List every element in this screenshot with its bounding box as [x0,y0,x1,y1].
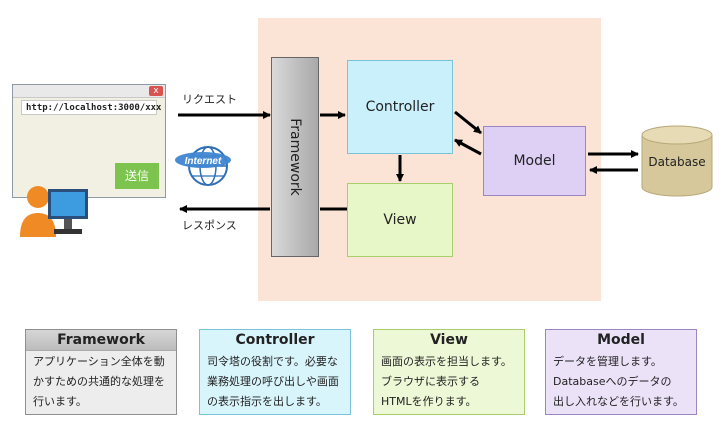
database-label: Database [648,155,706,169]
legend-line: 行います。 [33,395,87,408]
send-button[interactable]: 送信 [115,163,159,189]
legend-framework: Framework アプリケーション全体を動 かすための共通的な処理を 行います… [25,329,177,415]
url-bar[interactable]: http://localhost:3000/xxx [21,100,161,115]
computer-icon [48,189,88,234]
legend-line: HTMLを作ります。 [381,395,477,408]
model-block: Model [483,126,586,196]
legend-description: 画面の表示を担当します。 ブラウザに表示する HTMLを作ります。 [381,352,520,412]
legend-line: データを管理します。 [553,355,662,368]
view-block: View [347,183,453,257]
legend-description: データを管理します。 Databaseへのデータの 出し入れなどを行います。 [553,352,692,412]
controller-block: Controller [347,60,453,154]
legend-line: 画面の表示を担当します。 [381,355,512,368]
legend-line: 業務処理の呼び出しや画面 [207,375,339,388]
legend-controller: Controller 司令塔の役割です。必要な 業務処理の呼び出しや画面 の表示… [199,329,351,415]
response-label: レスポンス [182,219,237,232]
legend-line: アプリケーション全体を動 [33,355,165,368]
framework-block: Framework [271,57,319,257]
legend-line: 司令塔の役割です。必要な [207,355,338,368]
internet-label: Internet [185,156,222,167]
framework-label: Framework [287,118,303,196]
legend-line: Databaseへのデータの [553,375,672,388]
internet-globe-icon: Internet [175,146,231,186]
legend-line: 出し入れなどを行います。 [553,395,684,408]
legend-title: Model [597,332,645,348]
legend-title: View [430,332,468,348]
legend-model: Model データを管理します。 Databaseへのデータの 出し入れなどを行… [545,329,697,415]
request-label: リクエスト [182,93,237,106]
legend-description: アプリケーション全体を動 かすための共通的な処理を 行います。 [33,352,172,412]
legend-title: Controller [235,332,315,348]
legend-line: の表示指示を出します。 [207,395,327,408]
browser-title-bar: x [13,85,165,98]
controller-to-model-arrow [454,110,482,135]
browser-window: x http://localhost:3000/xxx 送信 [12,84,166,198]
legend-line: かすための共通的な処理を [33,375,165,388]
model-to-controller-arrow [454,138,482,156]
close-icon[interactable]: x [149,86,163,96]
database-icon [641,125,713,197]
legend-line: ブラウザに表示する [381,375,480,388]
legend-view: View 画面の表示を担当します。 ブラウザに表示する HTMLを作ります。 [373,329,525,415]
legend-title: Framework [26,330,176,351]
user-icon [20,186,56,237]
legend-description: 司令塔の役割です。必要な 業務処理の呼び出しや画面 の表示指示を出します。 [207,352,346,412]
